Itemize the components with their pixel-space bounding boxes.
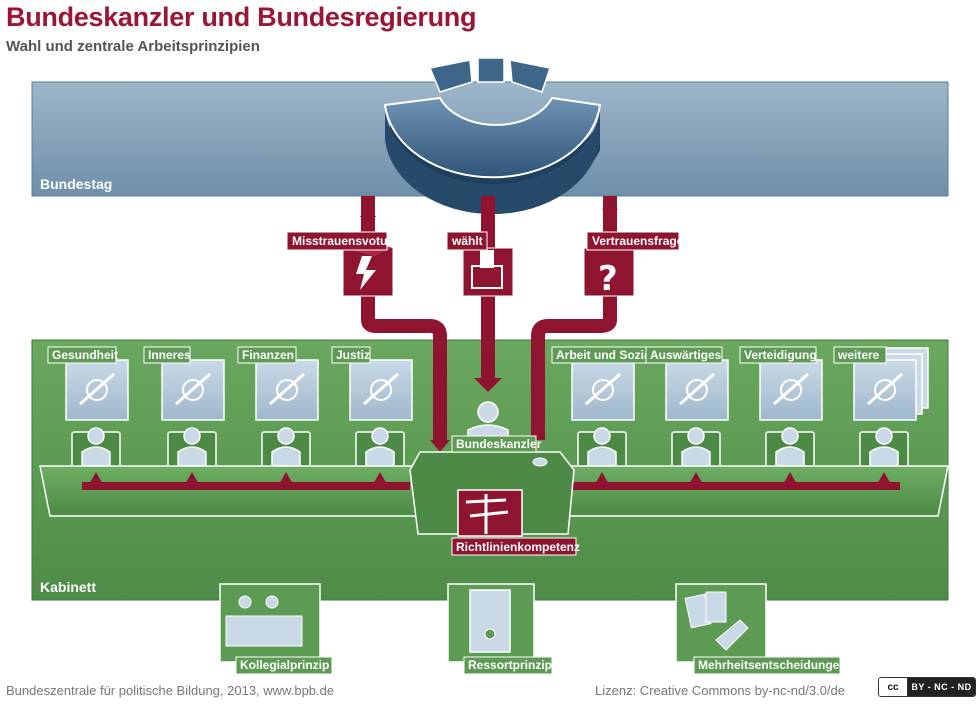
bundestag-label: Bundestag (40, 176, 112, 192)
colleague-head-icon (238, 595, 252, 609)
minister-arrow (278, 472, 294, 486)
cc-terms: BY - NC - ND (908, 678, 975, 696)
binder-icon (469, 589, 511, 653)
ballot-paper-icon (480, 250, 494, 268)
minister-figure-icon (71, 427, 121, 469)
ministry-label: Auswärtiges (650, 348, 722, 362)
mehrheitsentscheidungen-label: Mehrheitsentscheidungen (698, 658, 847, 672)
kabinett-label: Kabinett (40, 579, 96, 595)
chancellor-desk: Bundeskanzler Richtlinienkompetenz (409, 401, 580, 556)
minister-figure-icon (671, 427, 721, 469)
cc-icon: cc (879, 678, 908, 696)
minister-figure-icon (261, 427, 311, 469)
minister-arrow (782, 472, 798, 486)
misstrauen-lower-arrow (430, 440, 450, 452)
vertrauensfrage-label: Vertrauensfrage (592, 234, 684, 248)
minister-arrow (876, 472, 892, 486)
voting-hand-icon (715, 619, 749, 651)
minister-arrow (184, 472, 200, 486)
misstrauensvotum-box: Misstrauensvotum (286, 231, 398, 297)
waehlt-box: wählt (446, 231, 514, 297)
waehlt-arrow-head (474, 378, 502, 392)
minister-arrow (88, 472, 104, 486)
chancellor-label: Bundeskanzler (456, 437, 542, 451)
footer-source: Bundeszentrale für politische Bildung, 2… (6, 683, 335, 698)
ministry-6: Auswärtiges (645, 346, 729, 469)
table-ticks (88, 472, 892, 486)
ministry-label: Finanzen (242, 348, 294, 362)
ministry-1: Gesundheit (47, 346, 129, 469)
minister-figure-icon (577, 427, 627, 469)
footer-license[interactable]: Lizenz: Creative Commons by-nc-nd/3.0/de (595, 683, 846, 698)
waehlt-label: wählt (451, 234, 483, 248)
minister-figure-icon (167, 427, 217, 469)
page-subtitle: Wahl und zentrale Arbeitsprinzipien (6, 38, 260, 55)
vertrauen-arrow-head (602, 198, 618, 210)
misstrauensvotum-label: Misstrauensvotum (292, 234, 398, 248)
ministry-2: Inneres (143, 346, 225, 469)
principle-ressortprinzip: Ressortprinzip (447, 583, 553, 675)
ministry-5: Arbeit und Soziales (551, 346, 668, 469)
minister-arrow (372, 472, 388, 486)
voting-card-icon (705, 591, 727, 623)
minister-figure-icon (765, 427, 815, 469)
ministry-label: Inneres (148, 348, 191, 362)
kollegialprinzip-label: Kollegialprinzip (240, 658, 329, 672)
ministry-label: Verteidigung (744, 348, 817, 362)
lightning-icon (356, 256, 376, 290)
question-mark-icon: ? (598, 259, 618, 299)
chancellor-head-icon (477, 401, 499, 423)
ministry-label: Arbeit und Soziales (556, 348, 668, 362)
ministry-7: Verteidigung (739, 346, 823, 469)
plenary-hall-icon (383, 57, 602, 215)
ministry-8: weitere (833, 346, 929, 469)
minister-figure-icon (859, 427, 909, 469)
competence-label: Richtlinienkompetenz (456, 540, 580, 554)
colleague-head-icon (265, 595, 279, 609)
ministry-3: Finanzen (237, 346, 319, 469)
desk-bell-icon (532, 457, 548, 467)
minister-figure-icon (355, 427, 405, 469)
ministry-label: Justiz (336, 348, 370, 362)
ministry-label: Gesundheit (52, 348, 118, 362)
minister-arrow (594, 472, 610, 486)
principle-kollegialprinzip: Kollegialprinzip (219, 583, 333, 675)
ressortprinzip-label: Ressortprinzip (468, 658, 552, 672)
binder-ring-icon (484, 628, 496, 640)
colleagues-icon (225, 615, 303, 647)
cc-license-badge[interactable]: cc BY - NC - ND (878, 677, 976, 697)
ministry-row: Gesundheit Inneres Finanzen Justiz Arbeit un… (47, 346, 929, 469)
minister-arrow (688, 472, 704, 486)
signpost-icon (465, 494, 509, 534)
misstrauen-arrow-head (360, 216, 376, 228)
ministry-label: weitere (837, 348, 880, 362)
vertrauensfrage-box: ? Vertrauensfrage (583, 231, 684, 299)
page-title: Bundeskanzler und Bundesregierung (6, 2, 477, 32)
principle-mehrheitsentscheidungen: Mehrheitsentscheidungen (675, 583, 847, 675)
